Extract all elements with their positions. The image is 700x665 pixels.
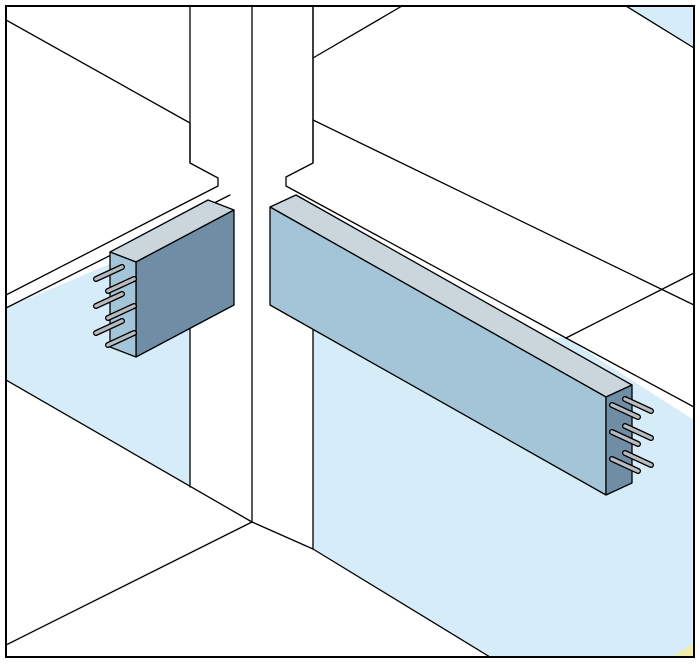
rebar-dowel-icon: [105, 330, 137, 348]
floor-lines: [6, 379, 491, 657]
right-beam-rebar-group: [609, 396, 654, 474]
rebar-dowel-icon: [622, 423, 654, 441]
rebar-dowel-icon: [93, 318, 125, 336]
diagram-frame: [5, 5, 695, 658]
rebar-dowel-icon: [105, 303, 137, 321]
rebar-dowel-icon: [105, 276, 137, 294]
rebar-dowel-icon: [609, 402, 641, 420]
rebar-dowel-icon: [609, 456, 641, 474]
rebar-dowel-icon: [93, 291, 125, 309]
rebar-dowel-icon: [622, 396, 654, 414]
left-beam-rebar-group: [93, 264, 137, 348]
rebar-dowel-icon: [609, 429, 641, 447]
bottom-right-corner-accent: [672, 643, 694, 657]
rebar-dowel-icon: [93, 264, 125, 282]
left-beam-stub: [109, 199, 235, 358]
rebar-dowel-icon: [622, 450, 654, 468]
